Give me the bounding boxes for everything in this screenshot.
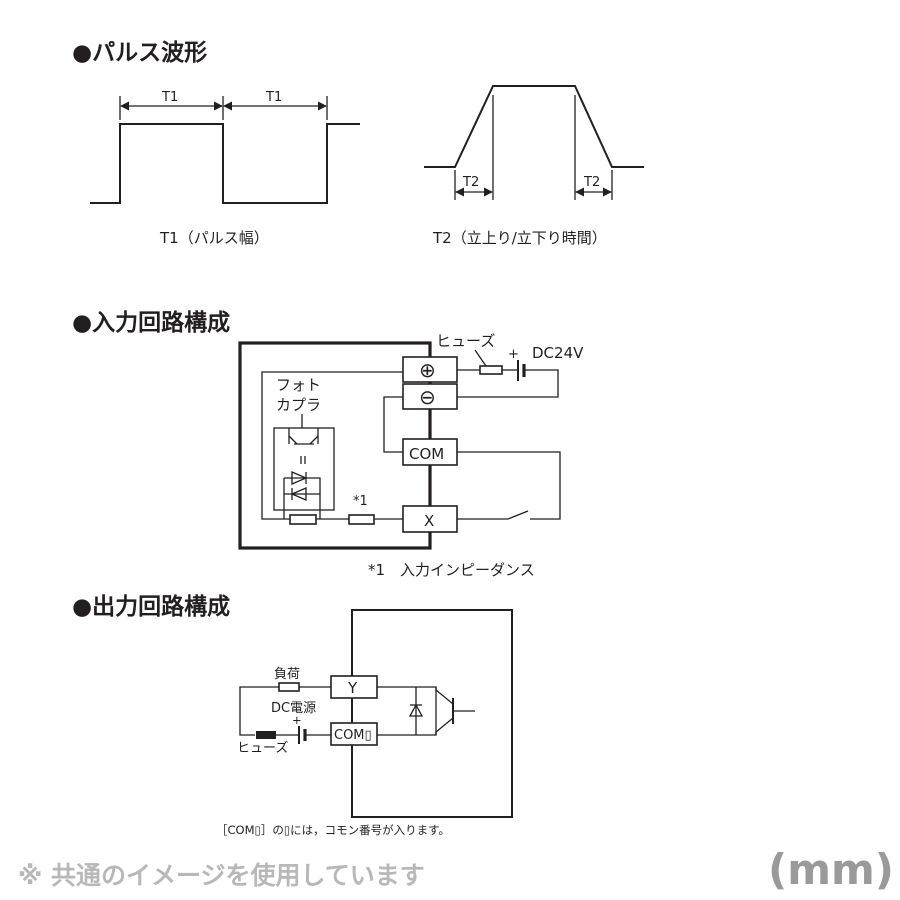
output-fuse bbox=[256, 731, 276, 739]
t2-label-fall: T2 bbox=[583, 175, 600, 190]
ext-wire-com bbox=[457, 451, 561, 520]
footer-note: ※ 共通のイメージを使用しています bbox=[18, 861, 425, 890]
transistor-collector bbox=[288, 435, 298, 445]
dc-power-label: DC電源 bbox=[271, 701, 316, 716]
dc24v-label: DC24V bbox=[532, 344, 584, 362]
output-internal-wire bbox=[377, 686, 437, 736]
internal-wire-minus-com bbox=[383, 396, 403, 453]
load-resistor bbox=[278, 682, 300, 692]
square-wave bbox=[90, 123, 360, 204]
flyback-diode bbox=[408, 703, 424, 717]
plus-terminal bbox=[402, 356, 458, 383]
output-section: ●出力回路構成 Y COM▯ 負荷 + DC電源 ヒューズ ［COM▯］の▯には… bbox=[72, 593, 513, 837]
battery-plus-mark: + bbox=[508, 347, 519, 362]
dc-source-plus-mark: + bbox=[292, 713, 302, 727]
t1-caption: T1（パルス幅） bbox=[159, 229, 269, 247]
resistor-internal bbox=[289, 514, 317, 525]
t1-label-first: T1 bbox=[161, 90, 178, 105]
photocoupler-label-2: カプラ bbox=[276, 396, 321, 414]
fuse-label: ヒューズ bbox=[436, 332, 495, 350]
trapezoid-wave bbox=[424, 85, 644, 168]
output-note: ［COM▯］の▯には，コモン番号が入ります。 bbox=[216, 823, 450, 837]
pulse-section: ●パルス波形 T1 T1 T1（パルス幅） T2 T2 T2（立上り/立下り時間… bbox=[72, 40, 644, 247]
photocoupler-label-1: フォト bbox=[276, 376, 321, 394]
star1-label: *1 bbox=[353, 494, 368, 509]
input-note: *1 入力インピーダンス bbox=[368, 561, 535, 579]
t1-label-second: T1 bbox=[265, 90, 282, 105]
output-heading: ●出力回路構成 bbox=[72, 593, 230, 620]
internal-wire-plus bbox=[261, 371, 403, 520]
x-label: X bbox=[424, 512, 434, 530]
ext-wire-minus bbox=[457, 369, 559, 398]
input-fuse bbox=[479, 365, 503, 375]
plus-symbol: ⊕ bbox=[419, 358, 436, 382]
input-switch bbox=[507, 510, 529, 520]
fuse-pointer bbox=[474, 349, 487, 367]
y-label: Y bbox=[347, 679, 358, 697]
com-out-terminal bbox=[330, 722, 378, 746]
input-impedance-resistor bbox=[348, 514, 375, 525]
t2-caption: T2（立上り/立下り時間） bbox=[432, 229, 607, 247]
output-transistor-emitter bbox=[435, 717, 454, 735]
com-label: COM bbox=[409, 445, 444, 463]
output-module-outline bbox=[351, 609, 513, 818]
unit-label: (mm) bbox=[768, 845, 894, 894]
output-fuse-label: ヒューズ bbox=[237, 740, 288, 756]
t2-label-rise: T2 bbox=[462, 175, 479, 190]
output-transistor-collector bbox=[435, 687, 454, 705]
x-terminal bbox=[402, 505, 458, 533]
minus-symbol: ⊖ bbox=[419, 385, 436, 409]
com-out-label: COM▯ bbox=[334, 728, 372, 743]
photocoupler-box bbox=[273, 427, 335, 511]
transistor-emitter bbox=[309, 435, 319, 445]
pulse-heading: ●パルス波形 bbox=[72, 40, 207, 66]
input-section: ●入力回路構成 ⊕ ⊖ COM X フォト カプラ bbox=[72, 309, 584, 579]
input-module-outline bbox=[238, 341, 432, 550]
load-label: 負荷 bbox=[274, 667, 300, 682]
minus-terminal bbox=[402, 383, 458, 410]
input-heading: ●入力回路構成 bbox=[72, 309, 230, 336]
